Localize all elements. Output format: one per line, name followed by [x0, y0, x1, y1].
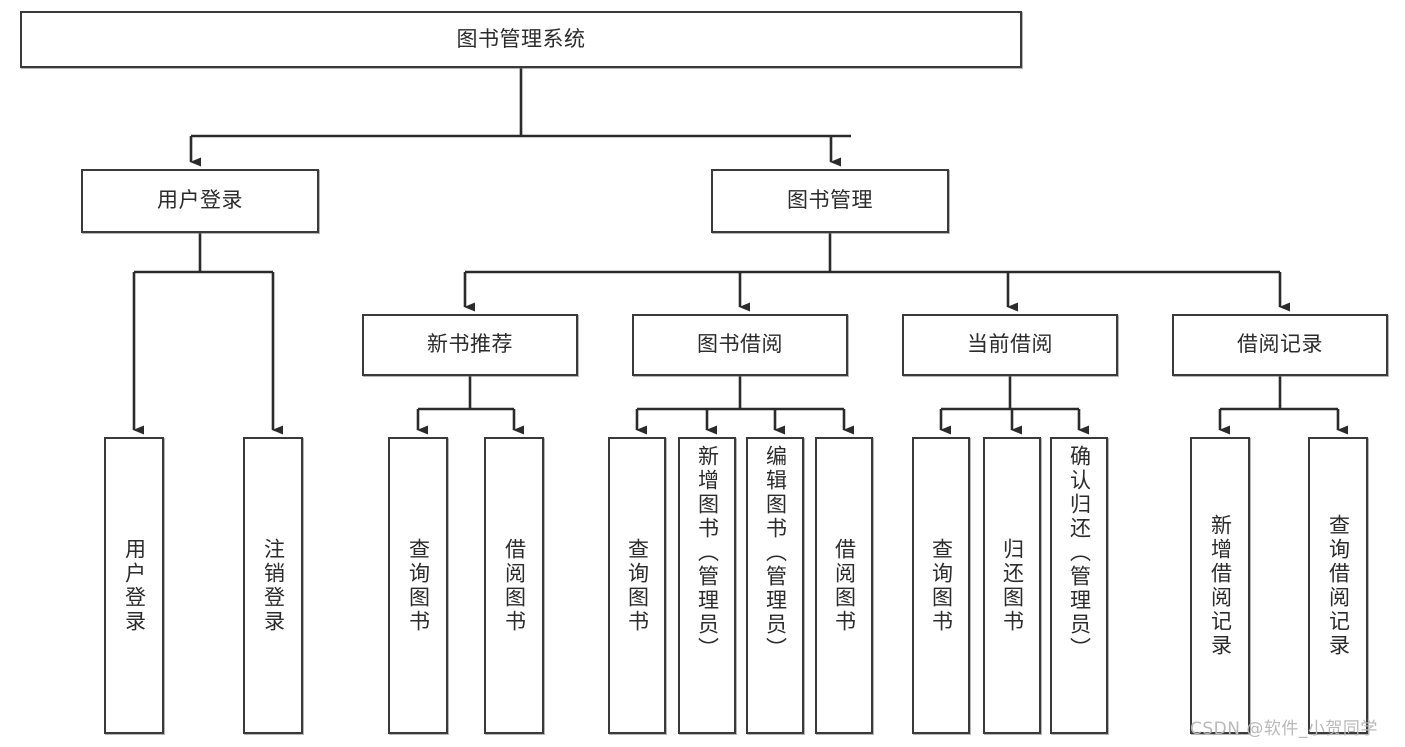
- node-leaf-add-borrow-record[interactable]: 新增借阅记录: [1190, 437, 1250, 734]
- node-root[interactable]: 图书管理系统: [20, 11, 1022, 68]
- node-leaf-query-book-current[interactable]: 查询图书: [912, 437, 970, 734]
- node-leaf-user-login-label: 用户登录: [122, 537, 147, 634]
- node-leaf-borrow-book-new-label: 借阅图书: [502, 537, 527, 634]
- watermark: CSDN @软件_小贺同学: [1190, 719, 1378, 739]
- node-borrow-record[interactable]: 借阅记录: [1172, 314, 1388, 376]
- node-book-borrow-label: 图书借阅: [697, 332, 783, 357]
- node-leaf-query-book-current-label: 查询图书: [929, 537, 954, 634]
- node-user-login-label: 用户登录: [157, 188, 243, 213]
- node-borrow-record-label: 借阅记录: [1237, 332, 1323, 357]
- node-leaf-add-book-admin[interactable]: 新增图书（管理员）: [678, 437, 736, 734]
- node-leaf-return-book[interactable]: 归还图书: [983, 437, 1041, 734]
- node-leaf-edit-book-admin[interactable]: 编辑图书（管理员）: [746, 437, 804, 734]
- node-leaf-query-book-borrow[interactable]: 查询图书: [608, 437, 666, 734]
- node-leaf-add-book-admin-label: 新增图书（管理员）: [695, 445, 720, 661]
- node-leaf-query-book-new[interactable]: 查询图书: [388, 437, 448, 734]
- node-leaf-logout-label: 注销登录: [261, 537, 286, 634]
- node-leaf-query-borrow-record[interactable]: 查询借阅记录: [1308, 437, 1368, 734]
- node-current-borrow[interactable]: 当前借阅: [902, 314, 1118, 376]
- node-leaf-query-book-new-label: 查询图书: [406, 537, 431, 634]
- node-leaf-user-login[interactable]: 用户登录: [104, 437, 164, 734]
- node-book-management-label: 图书管理: [787, 188, 873, 213]
- node-leaf-query-borrow-record-label: 查询借阅记录: [1326, 513, 1351, 658]
- node-book-management[interactable]: 图书管理: [711, 169, 949, 233]
- node-leaf-logout[interactable]: 注销登录: [243, 437, 303, 734]
- node-new-book-recommend-label: 新书推荐: [427, 332, 513, 357]
- node-leaf-borrow-book-label: 借阅图书: [832, 537, 857, 634]
- node-leaf-add-borrow-record-label: 新增借阅记录: [1208, 513, 1233, 658]
- node-user-login[interactable]: 用户登录: [81, 169, 319, 233]
- node-leaf-borrow-book-new[interactable]: 借阅图书: [484, 437, 544, 734]
- node-leaf-edit-book-admin-label: 编辑图书（管理员）: [763, 445, 788, 661]
- node-new-book-recommend[interactable]: 新书推荐: [362, 314, 578, 376]
- node-leaf-confirm-return-admin-label: 确认归还（管理员）: [1067, 445, 1092, 661]
- node-current-borrow-label: 当前借阅: [967, 332, 1053, 357]
- node-book-borrow[interactable]: 图书借阅: [632, 314, 848, 376]
- node-leaf-return-book-label: 归还图书: [1000, 537, 1025, 634]
- node-root-label: 图书管理系统: [456, 26, 586, 51]
- node-leaf-confirm-return-admin[interactable]: 确认归还（管理员）: [1050, 437, 1108, 734]
- node-leaf-query-book-borrow-label: 查询图书: [625, 537, 650, 634]
- node-leaf-borrow-book[interactable]: 借阅图书: [815, 437, 873, 734]
